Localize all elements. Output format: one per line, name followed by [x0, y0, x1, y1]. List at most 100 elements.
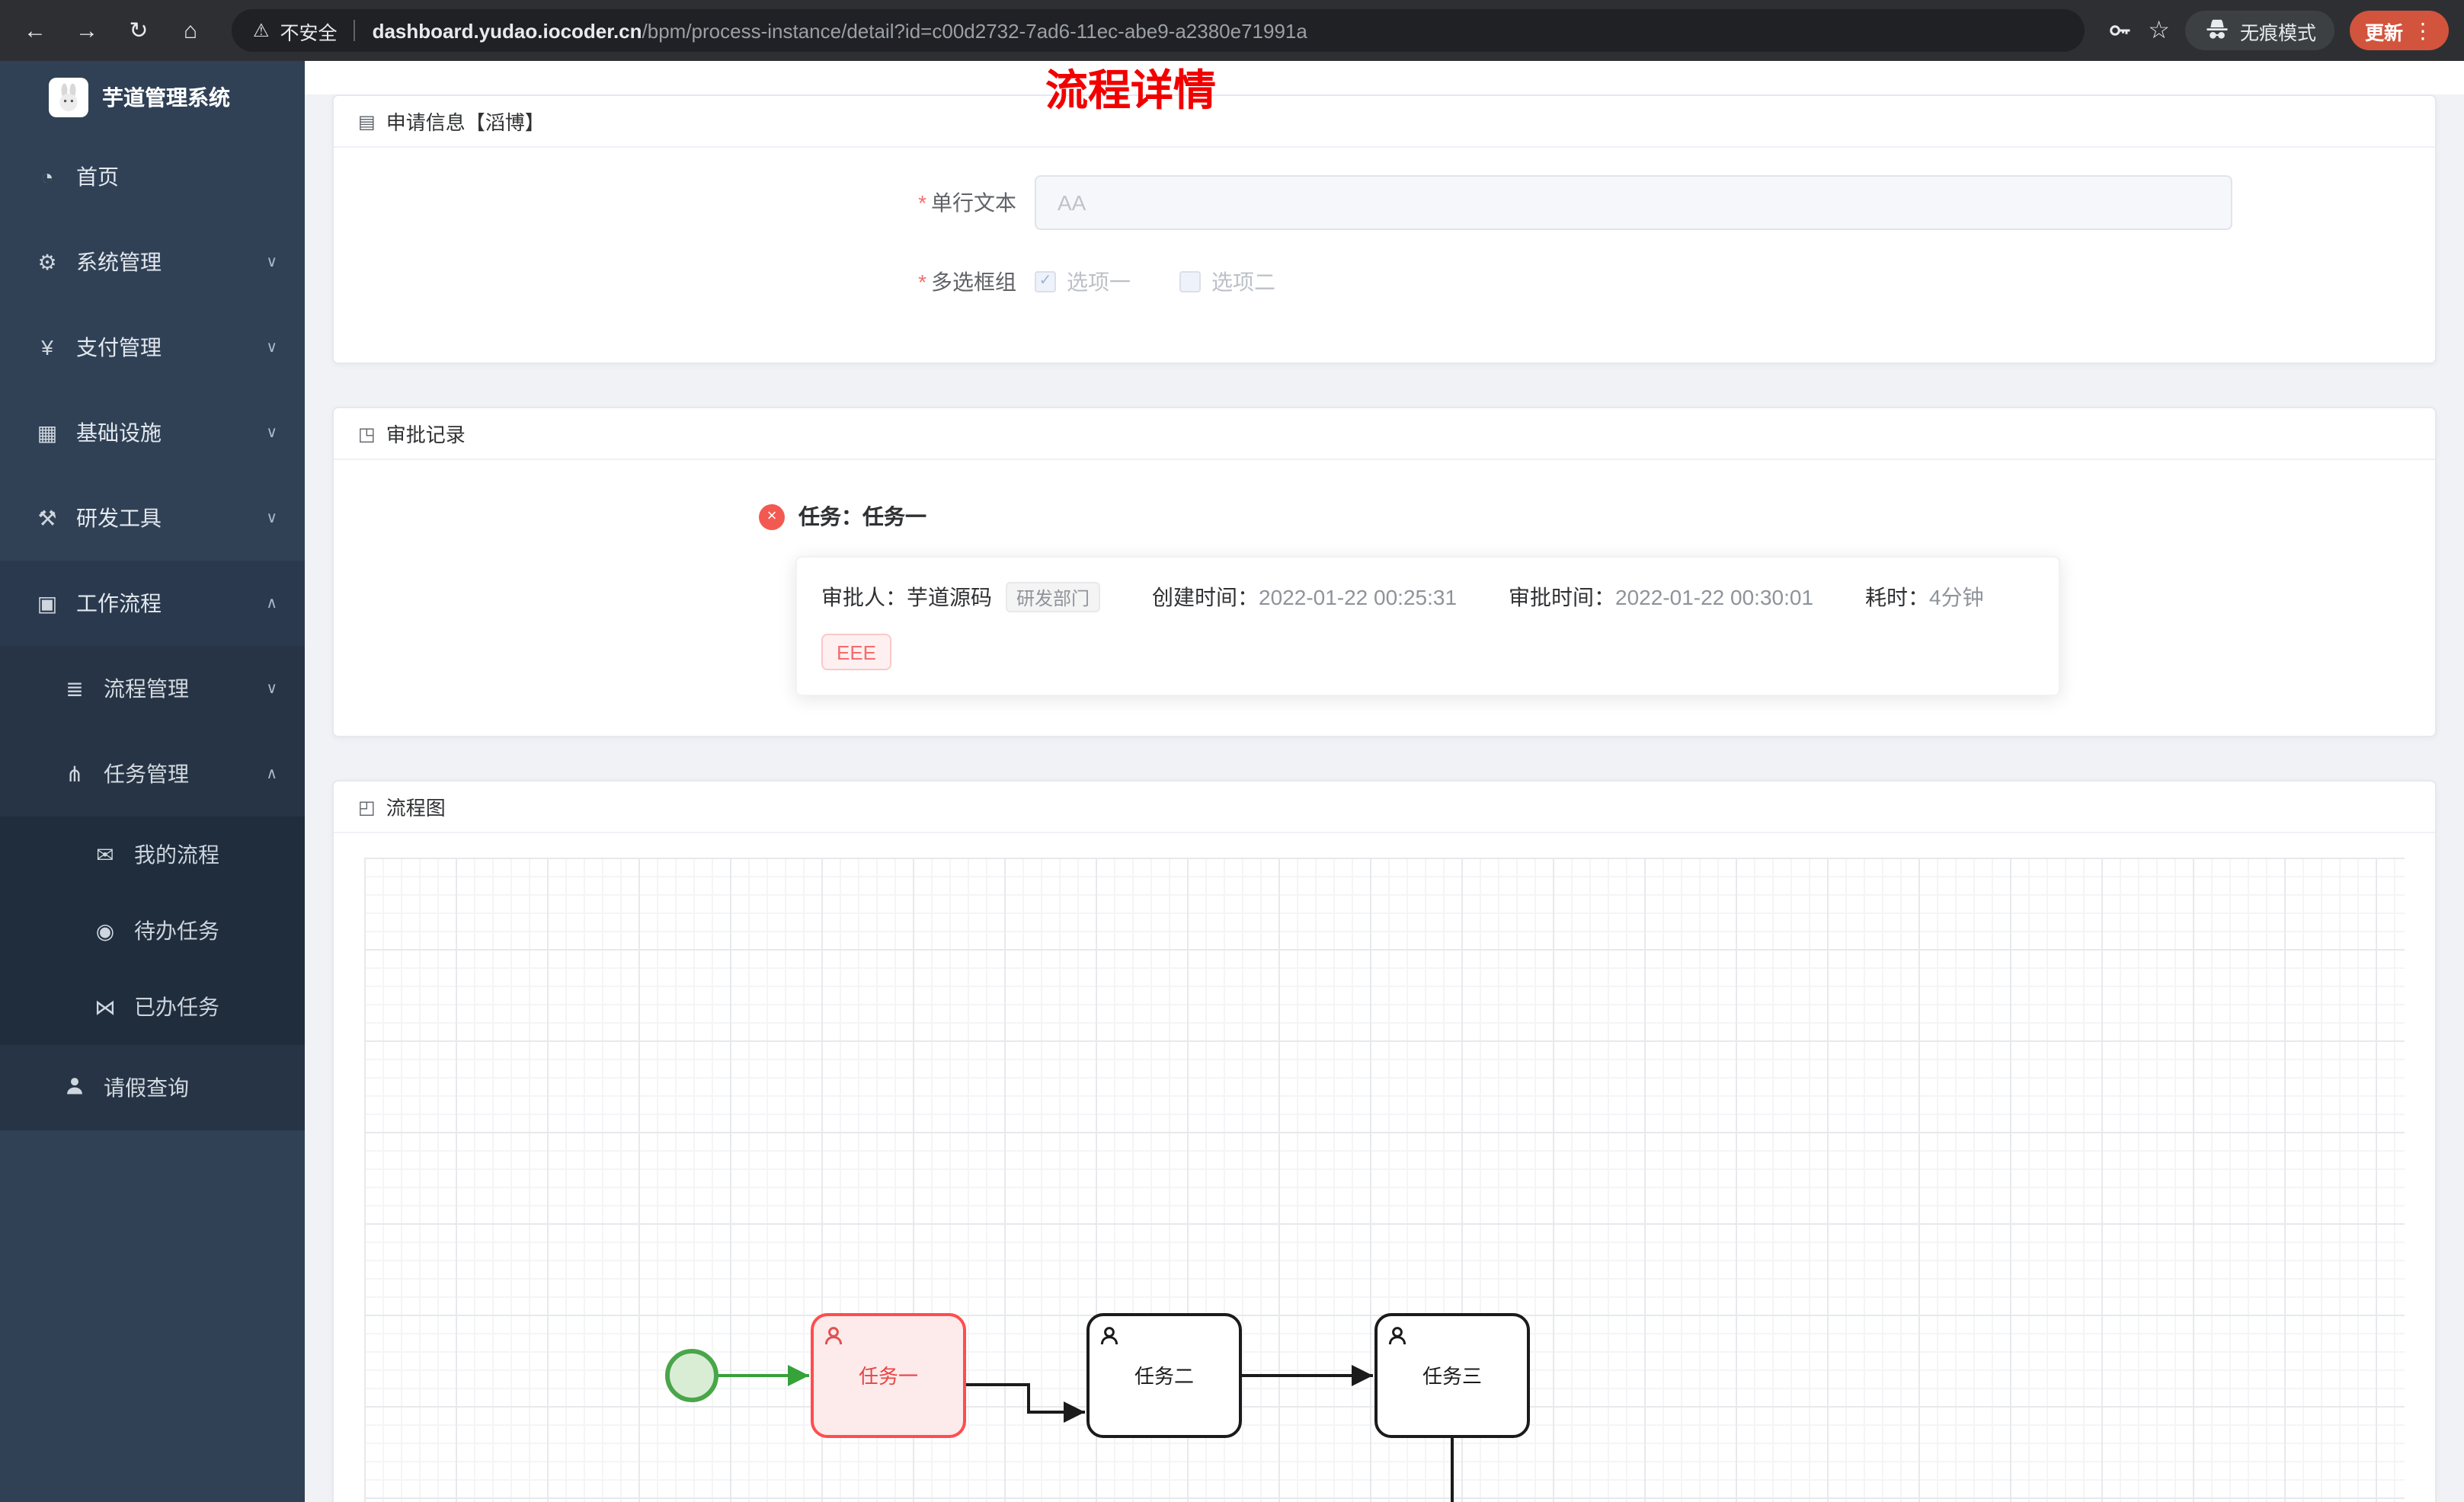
- timeline-row: × 任务：任务一: [759, 501, 2435, 532]
- rabbit-logo-icon: [59, 83, 78, 111]
- approval-record-card: ◳ 审批记录 × 任务：任务一 审批人： 芋道源码 研发部门: [332, 407, 2437, 737]
- browser-menu-icon[interactable]: ⋮: [2412, 18, 2434, 42]
- task-node-2[interactable]: 任务二: [1086, 1313, 1242, 1438]
- task-manage-icon: ⋔: [66, 761, 84, 785]
- approver-label: 审批人：: [821, 585, 907, 609]
- sidebar-item-label: 工作流程: [76, 591, 162, 615]
- back-icon[interactable]: ←: [24, 18, 46, 43]
- leave-query-icon: [61, 1075, 88, 1101]
- sidebar-item-workflow[interactable]: ▣ 工作流程 ∧: [0, 561, 305, 646]
- sidebar-item-payment[interactable]: ¥ 支付管理 ∨: [0, 305, 305, 390]
- task-node-1[interactable]: 任务一: [811, 1313, 966, 1438]
- address-bar[interactable]: ⚠ 不安全 dashboard.yudao.iocoder.cn/bpm/pro…: [232, 9, 2085, 52]
- sidebar-item-task-manage[interactable]: ⋔ 任务管理 ∧: [0, 731, 305, 817]
- sidebar-item-system[interactable]: ⚙ 系统管理 ∨: [0, 219, 305, 305]
- sidebar-item-label: 研发工具: [76, 506, 162, 530]
- checkbox-group: ✓ 选项一 选项二: [1035, 267, 1275, 297]
- approval-record-card-header: ◳ 审批记录: [334, 408, 2435, 460]
- approval-comment-line: EEE: [821, 634, 2034, 670]
- approval-record-body: × 任务：任务一 审批人： 芋道源码 研发部门 创建时间：: [334, 460, 2435, 736]
- sidebar-item-label: 首页: [76, 165, 119, 189]
- task-node-label: 任务一: [859, 1365, 918, 1388]
- content-header-strip: [305, 61, 2464, 94]
- checkbox-option-1[interactable]: ✓ 选项一: [1035, 267, 1131, 297]
- sidebar-item-label: 任务管理: [104, 762, 189, 786]
- url-host: dashboard.yudao.iocoder.cn: [372, 19, 642, 42]
- sidebar-item-done-tasks[interactable]: ⋈ 已办任务: [0, 969, 305, 1045]
- incognito-label: 无痕模式: [2239, 22, 2316, 43]
- duration-label: 耗时：: [1865, 585, 1930, 609]
- sidebar-item-process-manage[interactable]: ≣ 流程管理 ∨: [0, 646, 305, 731]
- required-marker: *: [918, 270, 926, 294]
- gear-icon: ⚙: [37, 249, 57, 273]
- approver-name: 芋道源码: [907, 585, 992, 609]
- bpmn-canvas[interactable]: 任务一 任务二: [364, 858, 2405, 1502]
- sidebar-item-label: 已办任务: [134, 995, 219, 1019]
- sidebar-item-label: 待办任务: [134, 919, 219, 943]
- sidebar-item-dev-tools[interactable]: ⚒ 研发工具 ∨: [0, 475, 305, 561]
- diagram-icon: ◰: [358, 796, 376, 817]
- document-icon: ▤: [358, 110, 376, 132]
- chevron-down-icon: ∨: [266, 339, 277, 356]
- chevron-down-icon: ∨: [266, 680, 277, 697]
- task-node-label: 任务三: [1422, 1365, 1482, 1388]
- infrastructure-icon: ▦: [37, 420, 58, 444]
- main-content: 流程详情 ▤ 申请信息【滔博】 *单行文本 *多选框组: [305, 61, 2464, 1502]
- dashboard-icon: ◔: [40, 165, 54, 189]
- forward-icon[interactable]: →: [75, 18, 98, 43]
- sidebar-item-label: 基础设施: [76, 420, 162, 445]
- checkbox-unchecked-icon: [1179, 271, 1201, 292]
- home-icon[interactable]: ⌂: [183, 18, 198, 43]
- approve-time-label: 审批时间：: [1509, 585, 1616, 609]
- sidebar-item-label: 请假查询: [104, 1075, 189, 1100]
- browser-toolbar: ← → ↻ ⌂ ⚠ 不安全 dashboard.yudao.iocoder.cn…: [0, 0, 2464, 61]
- chevron-down-icon: ∨: [266, 254, 277, 270]
- app-logo-row[interactable]: 芋道管理系统: [0, 61, 305, 134]
- process-diagram-card-title: 流程图: [386, 797, 446, 820]
- incognito-spy-icon: [2206, 19, 2228, 39]
- approve-time-value: 2022-01-22 00:30:01: [1615, 585, 1814, 609]
- security-label: 不安全: [280, 22, 338, 43]
- app-title: 芋道管理系统: [102, 85, 230, 110]
- update-label: 更新: [2364, 22, 2403, 43]
- checkbox-option-2[interactable]: 选项二: [1179, 267, 1275, 297]
- checkbox-label: 选项一: [1067, 270, 1131, 294]
- approver-group: 审批人： 芋道源码 研发部门: [821, 582, 1101, 612]
- sidebar-item-infrastructure[interactable]: ▦ 基础设施 ∨: [0, 390, 305, 475]
- process-diagram-card-header: ◰ 流程图: [334, 781, 2435, 833]
- create-time-group: 创建时间： 2022-01-22 00:25:31: [1152, 582, 1457, 612]
- password-key-icon[interactable]: [2105, 17, 2133, 44]
- browser-update-button[interactable]: 更新 ⋮: [2349, 11, 2449, 50]
- apply-info-card: ▤ 申请信息【滔博】 *单行文本 *多选框组 ✓ 选项一: [332, 94, 2437, 364]
- apply-info-form: *单行文本 *多选框组 ✓ 选项一 选项二: [334, 148, 2435, 363]
- sidebar-item-todo-tasks[interactable]: ◉ 待办任务: [0, 893, 305, 969]
- incognito-badge[interactable]: 无痕模式: [2184, 11, 2334, 50]
- not-secure-warning-icon: ⚠: [253, 20, 270, 41]
- field-label: *单行文本: [918, 190, 1016, 215]
- sidebar-item-label: 系统管理: [76, 250, 162, 274]
- sidebar-item-leave-query[interactable]: 请假查询: [0, 1045, 305, 1130]
- person-icon: [67, 1077, 82, 1094]
- task-node-3[interactable]: 任务三: [1374, 1313, 1530, 1438]
- sidebar-item-label: 流程管理: [104, 676, 189, 701]
- sidebar-item-label: 我的流程: [134, 842, 219, 867]
- sidebar-item-label: 支付管理: [76, 335, 162, 360]
- bookmark-star-icon[interactable]: ☆: [2148, 18, 2170, 44]
- user-task-icon: [824, 1327, 843, 1345]
- sidebar-item-home[interactable]: ◔ 首页: [0, 134, 305, 219]
- sidebar: 芋道管理系统 ◔ 首页 ⚙ 系统管理 ∨ ¥ 支付管理 ∨ ▦: [0, 61, 305, 1502]
- flow-task1-to-task2: [965, 1383, 1085, 1423]
- create-time-value: 2022-01-22 00:25:31: [1259, 585, 1458, 609]
- create-time-label: 创建时间：: [1152, 585, 1259, 609]
- single-line-text-input[interactable]: [1035, 175, 2232, 230]
- form-row-checkbox-group: *多选框组 ✓ 选项一 选项二: [879, 253, 2435, 311]
- url-path: /bpm/process-instance/detail?id=c00d2732…: [642, 19, 1307, 42]
- approve-time-group: 审批时间： 2022-01-22 00:30:01: [1509, 582, 1813, 612]
- my-process-icon: ✉: [96, 842, 114, 866]
- chevron-up-icon: ∧: [266, 765, 277, 782]
- reload-icon[interactable]: ↻: [129, 18, 149, 44]
- start-event-node[interactable]: [665, 1349, 718, 1402]
- task-title: 任务：任务一: [798, 504, 926, 529]
- sidebar-item-my-process[interactable]: ✉ 我的流程: [0, 817, 305, 893]
